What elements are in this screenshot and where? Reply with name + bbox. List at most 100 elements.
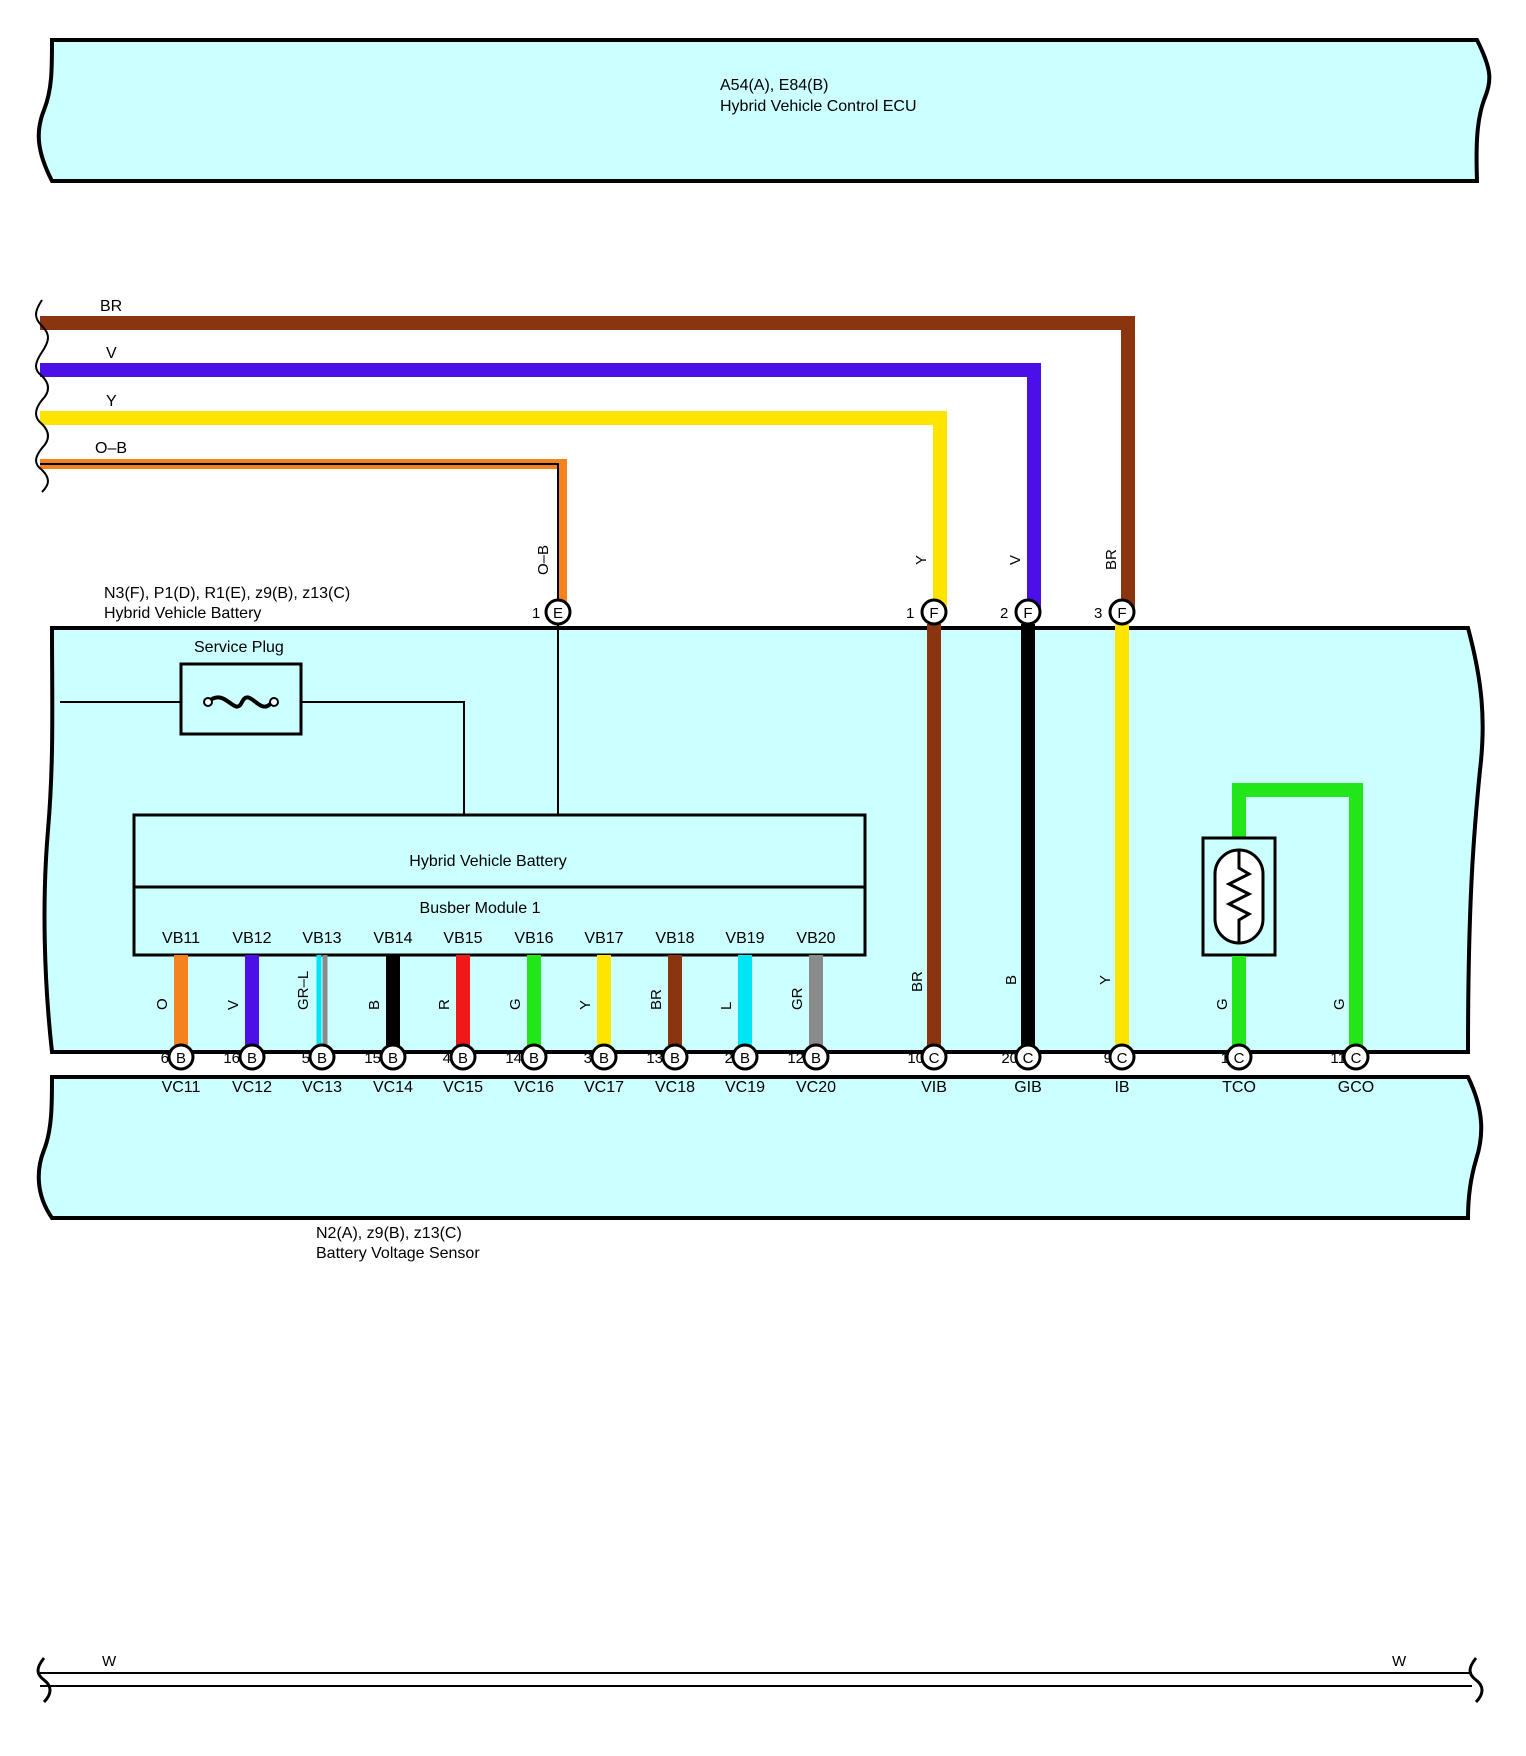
busbar-pin-number: 5 [302, 1050, 310, 1067]
busbar-wire-color-label: BR [648, 989, 665, 1010]
busbar-inner-label: VB14 [373, 930, 412, 947]
svg-text:C: C [1351, 1050, 1362, 1067]
connector-letter: B [388, 1050, 398, 1067]
busbar-pin-number: 16 [223, 1050, 240, 1067]
ecu-panel: A54(A), E84(B) Hybrid Vehicle Control EC… [36, 38, 1492, 183]
connector-letter: B [247, 1050, 257, 1067]
upper-wires: BR V Y O–B O–B Y V BR [35, 298, 1135, 612]
busbar-outer-label: VC19 [725, 1079, 765, 1096]
busbar-outer-label: VC16 [514, 1079, 554, 1096]
connector-c9: 9 C IB [1104, 1043, 1136, 1096]
busbar-inner-label: VB11 [162, 930, 200, 947]
connector-c1: 1 C TCO [1221, 1043, 1256, 1096]
busbar-inner-label: VB18 [655, 930, 694, 947]
svg-text:1: 1 [1221, 1050, 1229, 1067]
terminal-ib: IB [1114, 1079, 1129, 1096]
vlabel-vib: BR [909, 971, 926, 992]
connector-c20: 20 C GIB [1001, 1043, 1042, 1096]
busbar-wire-color-label: V [225, 1000, 242, 1010]
connector-circle [731, 1043, 759, 1071]
connector-circle [520, 1043, 548, 1071]
connector-letter: B [599, 1050, 609, 1067]
connector-circle [238, 1043, 266, 1071]
wire-br [40, 316, 1135, 612]
thermistor-icon [1225, 850, 1253, 943]
svg-text:1: 1 [532, 605, 540, 622]
wire-label-ob: O–B [95, 440, 127, 457]
sensor-panel [36, 1075, 1484, 1220]
busbar-pin-number: 15 [364, 1050, 381, 1067]
connector-letter: B [176, 1050, 186, 1067]
connector-f1: 1 F [906, 598, 948, 626]
vlabel-gib: B [1003, 975, 1020, 985]
connector-c11: 11 C GCO [1330, 1043, 1374, 1096]
top-connectors: 1 E 1 F 2 F 3 F [532, 598, 1136, 626]
busbar-pin-number: 13 [646, 1050, 663, 1067]
connector-circle [661, 1043, 689, 1071]
busbar-outer-label: VC12 [232, 1079, 272, 1096]
connector-circle [449, 1043, 477, 1071]
busbar-outer-label: VC14 [373, 1079, 413, 1096]
vlabel-ib: Y [1097, 975, 1114, 985]
wire-label-br: BR [100, 298, 122, 315]
wire-label-y: Y [106, 393, 117, 410]
busbar-inner-label: VB16 [514, 930, 553, 947]
busbar-outer-label: VC20 [796, 1079, 836, 1096]
connector-circle [802, 1043, 830, 1071]
connector-f2: 2 F [1000, 598, 1042, 626]
busbar-inner-label: VB13 [302, 930, 341, 947]
terminal-gib: GIB [1014, 1079, 1042, 1096]
terminal-tco: TCO [1222, 1079, 1256, 1096]
connector-e1: 1 E [532, 598, 572, 626]
svg-text:C: C [1023, 1050, 1034, 1067]
busbar-outer-label: VC18 [655, 1079, 695, 1096]
svg-text:F: F [1023, 605, 1032, 622]
battery-block-label: Hybrid Vehicle Battery [409, 853, 566, 870]
svg-text:2: 2 [1000, 605, 1008, 622]
connector-circle [308, 1043, 336, 1071]
busbar-wire-color-label: GR–L [295, 971, 312, 1010]
service-plug: Service Plug [60, 624, 559, 815]
busbar-outer-label: VC11 [162, 1079, 201, 1096]
connector-letter: B [317, 1050, 327, 1067]
svg-text:F: F [1117, 605, 1126, 622]
vlabel-ob: O–B [535, 545, 552, 575]
busbar-inner-label: VB17 [584, 930, 623, 947]
vlabel-gco: G [1331, 998, 1348, 1010]
svg-text:1: 1 [906, 605, 914, 622]
busbar-inner-label: VB15 [443, 930, 482, 947]
ecu-codes: A54(A), E84(B) [720, 77, 828, 94]
busbar-block-label: Busber Module 1 [420, 900, 541, 917]
bottom-wire-w: W W [36, 1653, 1484, 1704]
busbar-outer-label: VC17 [584, 1079, 624, 1096]
svg-text:C: C [1234, 1050, 1245, 1067]
ecu-name: Hybrid Vehicle Control ECU [720, 98, 917, 115]
busbar-pin-number: 4 [443, 1050, 451, 1067]
svg-text:C: C [929, 1050, 940, 1067]
terminal-vib: VIB [921, 1079, 947, 1096]
svg-text:10: 10 [907, 1050, 924, 1067]
sensor-wires: BR B Y G G [909, 624, 1363, 1057]
svg-text:9: 9 [1104, 1050, 1112, 1067]
busbar-outer-label: VC13 [302, 1079, 342, 1096]
busbar-inner-label: VB12 [232, 930, 271, 947]
busbar-wire-color-label: R [436, 999, 453, 1010]
battery-codes: N3(F), P1(D), R1(E), z9(B), z13(C) [104, 585, 350, 602]
wire-label-w-left: W [102, 1653, 117, 1670]
vlabel-tco: G [1214, 998, 1231, 1010]
svg-text:E: E [553, 605, 563, 622]
busbar-pin-number: 12 [787, 1050, 804, 1067]
busbar-wire-color-label: G [507, 998, 524, 1010]
busbar-wire-color-label: Y [577, 1000, 594, 1010]
vlabel-v: V [1007, 555, 1024, 565]
wire-y [40, 411, 947, 612]
